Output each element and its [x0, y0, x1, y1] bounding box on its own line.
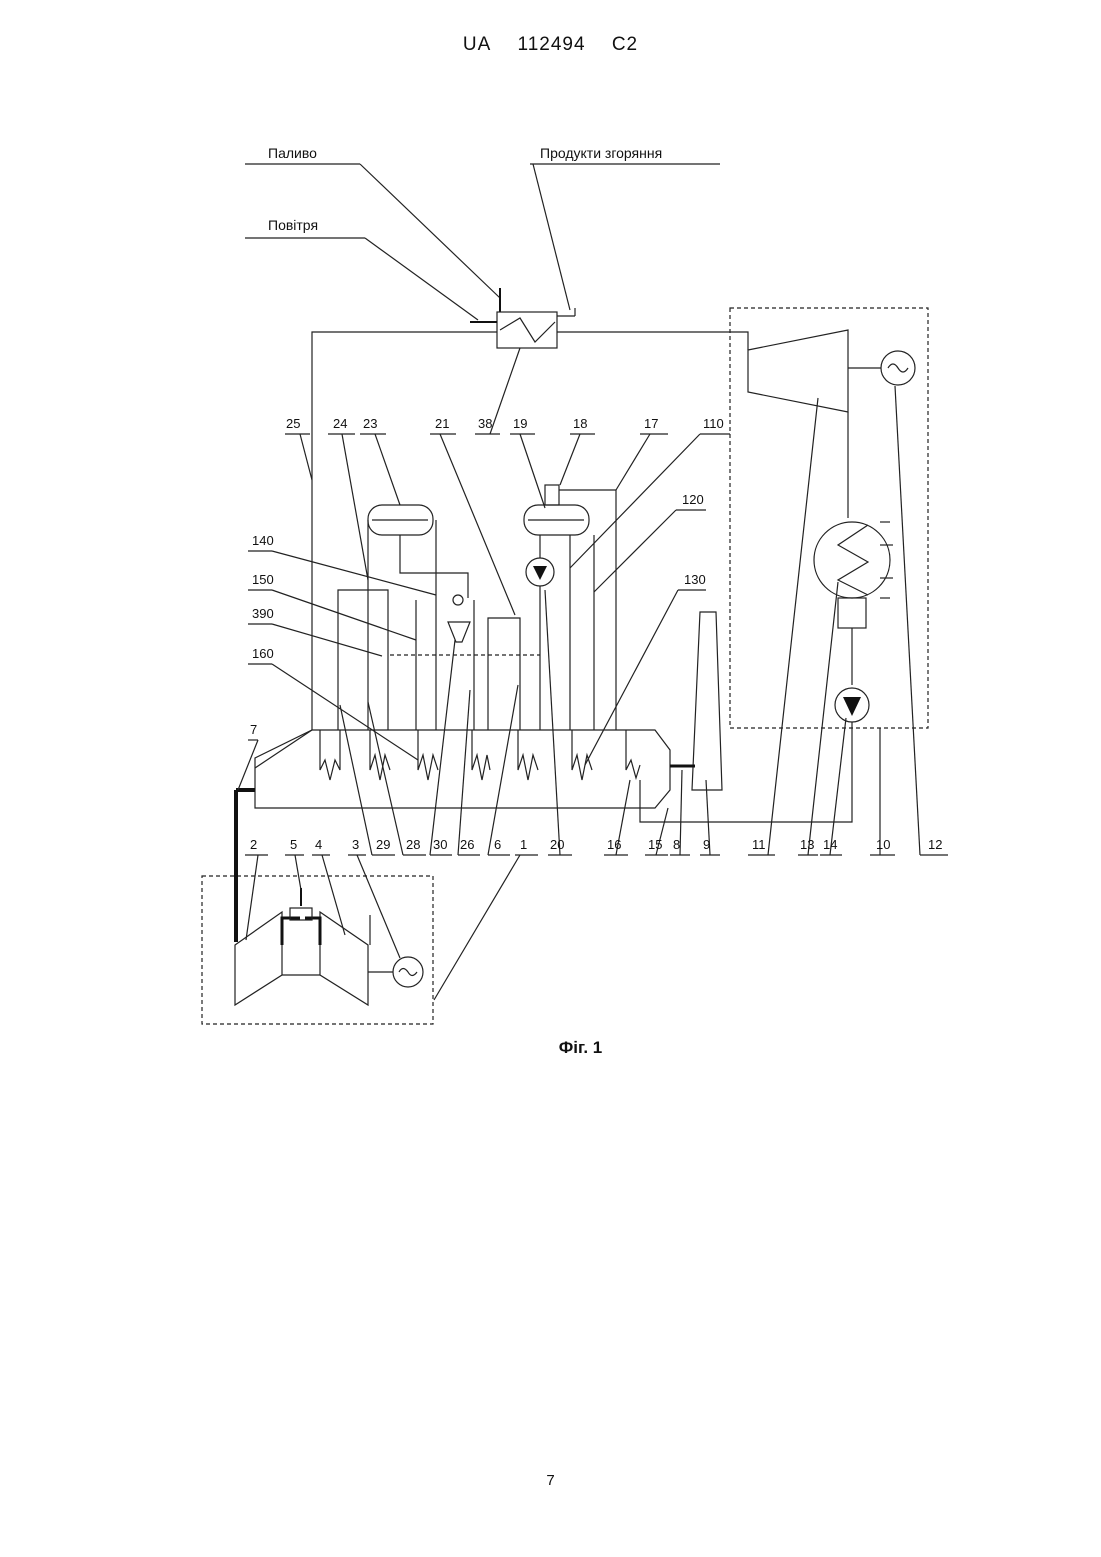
gas-turbine — [235, 912, 282, 1005]
svg-text:18: 18 — [573, 416, 587, 431]
svg-text:30: 30 — [433, 837, 447, 852]
combustion-products-label: Продукти згоряння — [540, 145, 662, 161]
fuel-label: Паливо — [268, 145, 317, 161]
svg-text:390: 390 — [252, 606, 274, 621]
svg-text:130: 130 — [684, 572, 706, 587]
svg-text:140: 140 — [252, 533, 274, 548]
svg-text:20: 20 — [550, 837, 564, 852]
svg-text:26: 26 — [460, 837, 474, 852]
svg-text:19: 19 — [513, 416, 527, 431]
svg-text:15: 15 — [648, 837, 662, 852]
svg-text:8: 8 — [673, 837, 680, 852]
svg-text:25: 25 — [286, 416, 300, 431]
svg-text:2: 2 — [250, 837, 257, 852]
svg-text:14: 14 — [823, 837, 837, 852]
steam-turbine — [748, 330, 848, 412]
svg-text:29: 29 — [376, 837, 390, 852]
air-label: Повітря — [268, 217, 318, 233]
svg-text:110: 110 — [703, 416, 724, 431]
svg-text:3: 3 — [352, 837, 359, 852]
page-number: 7 — [0, 1472, 1101, 1489]
svg-text:9: 9 — [703, 837, 710, 852]
callout-numbers-bottom: 2 5 4 3 29 28 30 26 6 1 20 16 15 8 9 11 … — [250, 837, 942, 852]
svg-text:10: 10 — [876, 837, 890, 852]
figure-caption: Фіг. 1 — [0, 1038, 1101, 1058]
svg-text:7: 7 — [250, 722, 257, 737]
combustion-products-label-group: Продукти згоряння — [530, 145, 720, 310]
svg-text:11: 11 — [752, 837, 766, 852]
svg-text:6: 6 — [494, 837, 501, 852]
svg-text:4: 4 — [315, 837, 322, 852]
callout-numbers-top: 25 24 23 21 38 19 18 17 110 120 130 140 … — [250, 416, 724, 737]
svg-text:12: 12 — [928, 837, 942, 852]
tube-bundles — [320, 730, 640, 780]
svg-text:16: 16 — [607, 837, 621, 852]
svg-text:38: 38 — [478, 416, 492, 431]
fuel-heater — [470, 308, 575, 348]
svg-text:5: 5 — [290, 837, 297, 852]
svg-text:120: 120 — [682, 492, 704, 507]
svg-text:160: 160 — [252, 646, 274, 661]
compressor — [320, 912, 368, 1005]
air-label-group: Повітря — [245, 217, 478, 320]
svg-text:28: 28 — [406, 837, 420, 852]
svg-text:150: 150 — [252, 572, 274, 587]
svg-text:21: 21 — [435, 416, 449, 431]
svg-text:23: 23 — [363, 416, 377, 431]
svg-text:13: 13 — [800, 837, 814, 852]
stack — [692, 612, 722, 790]
svg-text:1: 1 — [520, 837, 527, 852]
svg-text:17: 17 — [644, 416, 658, 431]
svg-text:24: 24 — [333, 416, 347, 431]
